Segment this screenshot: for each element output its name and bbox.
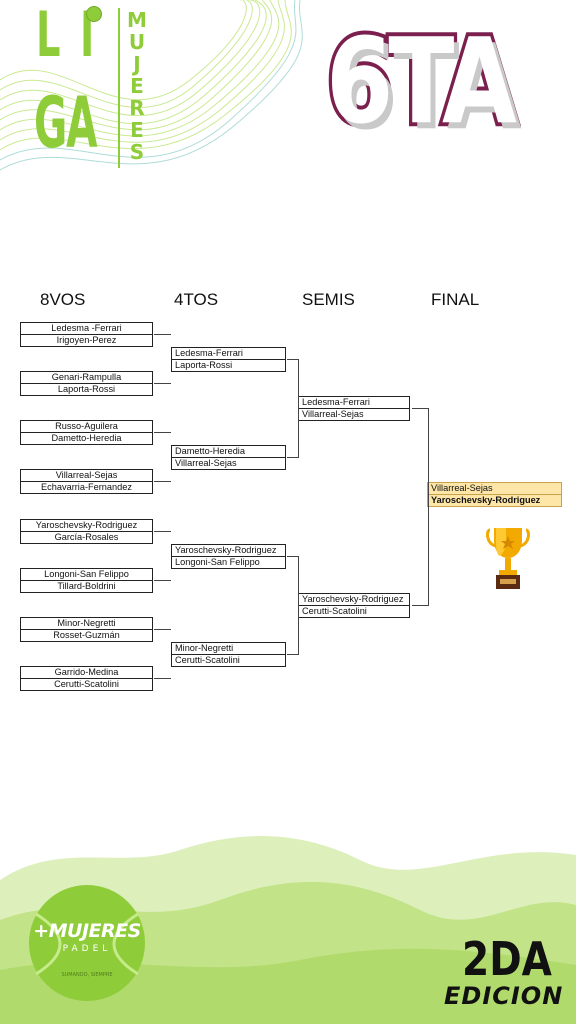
- match-cuartos-4: Minor-Negretti Cerutti-Scatolini: [171, 642, 286, 667]
- trophy-icon: [486, 528, 530, 589]
- liga-letters-ga: GA: [34, 82, 98, 164]
- team-slot: Longoni-San Felippo: [20, 568, 153, 581]
- mujeres-letter: E: [130, 74, 144, 98]
- match-octavos-3: Russo-Aguilera Dametto-Heredia: [20, 420, 153, 445]
- team-slot: Laporta-Rossi: [20, 384, 153, 396]
- bracket-connector: [298, 556, 299, 655]
- logo-tagline: SUMANDO, SIEMPRE: [61, 972, 113, 978]
- bottom-paint-decoration: [0, 836, 576, 1024]
- match-semis-2: Yaroschevsky-Rodriguez Cerutti-Scatolini: [298, 593, 410, 618]
- team-slot: Cerutti-Scatolini: [171, 655, 286, 667]
- bracket-connector: [154, 629, 171, 630]
- liga-letter-l: L: [36, 0, 60, 71]
- team-slot: Yaroschevsky-Rodriguez: [20, 519, 153, 532]
- logo-sub-text: PADEL: [62, 944, 112, 954]
- bracket-connector: [154, 432, 171, 433]
- bracket-connector: [287, 654, 298, 655]
- team-slot: Cerutti-Scatolini: [20, 679, 153, 691]
- team-slot: Garrido-Medina: [20, 666, 153, 679]
- bracket-connector: [298, 359, 299, 458]
- match-octavos-2: Genari-Rampulla Laporta-Rossi: [20, 371, 153, 396]
- team-slot: Villarreal-Sejas: [298, 409, 410, 421]
- team-slot: Minor-Negretti: [20, 617, 153, 630]
- edition-word: EDICION: [444, 982, 564, 1010]
- bracket-connector: [154, 334, 171, 335]
- edition-number: 2DA: [462, 932, 552, 986]
- team-slot: Villarreal-Sejas: [20, 469, 153, 482]
- bracket-connector: [428, 408, 429, 606]
- team-slot: Russo-Aguilera: [20, 420, 153, 433]
- mujeres-padel-logo: +MUJERES PADEL SUMANDO, SIEMPRE: [28, 884, 146, 1002]
- bracket-connector: [154, 580, 171, 581]
- logo-main-text: +MUJERES: [33, 920, 141, 942]
- match-cuartos-3: Yaroschevsky-Rodriguez Longoni-San Felip…: [171, 544, 286, 569]
- team-slot: Ledesma-Ferrari: [298, 396, 410, 409]
- team-slot: Cerutti-Scatolini: [298, 606, 410, 618]
- team-slot: García-Rosales: [20, 532, 153, 544]
- team-slot: Longoni-San Felippo: [171, 557, 286, 569]
- round-header-final: FINAL: [431, 290, 480, 309]
- match-octavos-1: Ledesma -Ferrari Irigoyen-Perez: [20, 322, 153, 347]
- bracket-connector: [412, 408, 428, 409]
- round-header-4tos: 4TOS: [174, 290, 219, 309]
- padel-ball-icon: [29, 885, 145, 1001]
- match-semis-1: Ledesma-Ferrari Villarreal-Sejas: [298, 396, 410, 421]
- mujeres-letter: U: [128, 30, 146, 54]
- top-wave-decoration: [0, 0, 303, 171]
- bracket-connector: [287, 457, 298, 458]
- mujeres-letter: S: [129, 140, 145, 164]
- team-slot: Rosset-Guzmán: [20, 630, 153, 642]
- bracket-connector: [154, 383, 171, 384]
- team-slot: Genari-Rampulla: [20, 371, 153, 384]
- match-octavos-4: Villarreal-Sejas Echavarria-Fernandez: [20, 469, 153, 494]
- match-cuartos-1: Ledesma-Ferrari Laporta-Rossi: [171, 347, 286, 372]
- team-slot: Dametto-Heredia: [171, 445, 286, 458]
- bracket-connector: [287, 359, 298, 360]
- match-octavos-6: Longoni-San Felippo Tillard-Boldrini: [20, 568, 153, 593]
- bracket-connector: [287, 556, 298, 557]
- round-header-8vos: 8VOS: [40, 290, 86, 309]
- team-slot: Villarreal-Sejas: [171, 458, 286, 470]
- team-slot: Minor-Negretti: [171, 642, 286, 655]
- match-final: Villarreal-Sejas Yaroschevsky-Rodriguez: [427, 482, 562, 507]
- team-slot: Irigoyen-Perez: [20, 335, 153, 347]
- mujeres-letter: M: [127, 8, 147, 32]
- team-slot: Yaroschevsky-Rodriguez: [298, 593, 410, 606]
- bracket-connector: [412, 605, 428, 606]
- team-slot: Dametto-Heredia: [20, 433, 153, 445]
- bracket-connector: [154, 531, 171, 532]
- bracket-connector: [154, 678, 171, 679]
- match-octavos-8: Garrido-Medina Cerutti-Scatolini: [20, 666, 153, 691]
- match-cuartos-2: Dametto-Heredia Villarreal-Sejas: [171, 445, 286, 470]
- mujeres-letter: J: [133, 52, 141, 76]
- liga-divider: [118, 8, 120, 168]
- team-slot: Ledesma-Ferrari: [171, 347, 286, 360]
- team-slot: Laporta-Rossi: [171, 360, 286, 372]
- category-title: 6TA: [323, 12, 520, 150]
- finalist-winner-slot: Yaroschevsky-Rodriguez: [427, 495, 562, 507]
- mujeres-letter: R: [129, 96, 145, 120]
- match-octavos-7: Minor-Negretti Rosset-Guzmán: [20, 617, 153, 642]
- match-octavos-5: Yaroschevsky-Rodriguez García-Rosales: [20, 519, 153, 544]
- team-slot: Tillard-Boldrini: [20, 581, 153, 593]
- tennis-ball-icon: [86, 6, 102, 22]
- mujeres-letter: E: [130, 118, 144, 142]
- finalist-slot: Villarreal-Sejas: [427, 482, 562, 495]
- round-header-semis: SEMIS: [302, 290, 355, 309]
- team-slot: Yaroschevsky-Rodriguez: [171, 544, 286, 557]
- bracket-connector: [154, 481, 171, 482]
- team-slot: Ledesma -Ferrari: [20, 322, 153, 335]
- team-slot: Echavarria-Fernandez: [20, 482, 153, 494]
